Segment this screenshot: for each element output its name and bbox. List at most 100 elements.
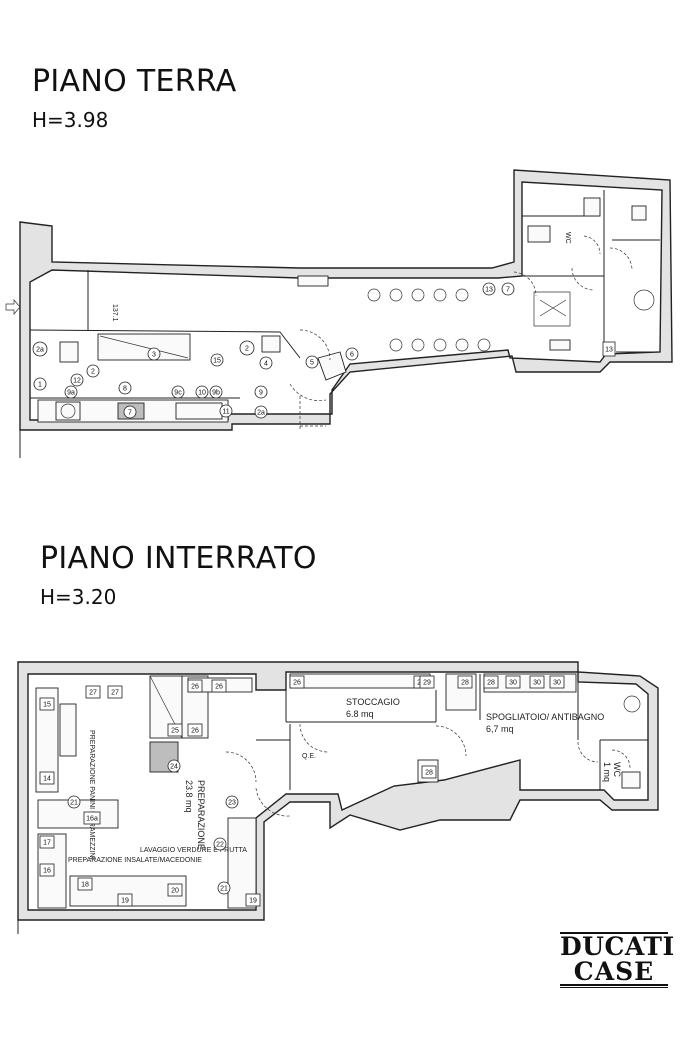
tag-label: 26 <box>187 679 203 693</box>
tag-label: 14 <box>39 771 55 785</box>
tag-label: 2a <box>254 405 268 419</box>
svg-text:2: 2 <box>91 369 95 376</box>
svg-text:16a: 16a <box>86 816 98 823</box>
basement-fixtures <box>35 673 641 909</box>
logo-rule-bottom-thin <box>560 987 668 988</box>
tag-label: 28 <box>421 765 437 779</box>
tag-label: 17 <box>39 835 55 849</box>
svg-text:30: 30 <box>509 680 517 687</box>
tag-label: 24 <box>167 759 181 773</box>
tag-label: 4 <box>259 356 273 370</box>
svg-text:5: 5 <box>310 360 314 367</box>
tag-label: 16a <box>83 811 101 825</box>
tag-label: 1 <box>33 377 47 391</box>
svg-text:21: 21 <box>220 886 228 893</box>
room-wc-name: WC <box>612 762 622 777</box>
tag-label: 27 <box>107 685 123 699</box>
tag-label: 13 <box>602 341 616 357</box>
svg-text:14: 14 <box>43 776 51 783</box>
room-spogliatoio-name: SPOGLIATOIO/ ANTIBAGNO <box>486 712 604 722</box>
dimension-note: 137.1 <box>111 304 118 322</box>
svg-text:9c: 9c <box>174 390 182 397</box>
tag-label: 26 <box>211 679 227 693</box>
tag-label: 16 <box>39 863 55 877</box>
svg-text:27: 27 <box>89 690 97 697</box>
svg-text:22: 22 <box>216 842 224 849</box>
svg-text:18: 18 <box>81 882 89 889</box>
tag-label: 11 <box>219 404 233 418</box>
svg-text:30: 30 <box>553 680 561 687</box>
svg-text:8: 8 <box>123 386 127 393</box>
logo-line-2: CASE <box>573 957 655 986</box>
svg-text:28: 28 <box>425 770 433 777</box>
tag-label: 7 <box>501 282 515 296</box>
svg-text:4: 4 <box>264 361 268 368</box>
tag-label: 28 <box>457 675 473 689</box>
work-area-insalate: PREPARAZIONE INSALATE/MACEDONIE <box>68 857 202 864</box>
svg-text:2: 2 <box>245 346 249 353</box>
logo-rule-top <box>560 932 668 934</box>
tag-label: 15 <box>210 353 224 367</box>
tag-label: 2 <box>86 364 100 378</box>
svg-text:15: 15 <box>213 358 221 365</box>
tag-label: 13 <box>482 282 496 296</box>
tag-label: 10 <box>195 385 209 399</box>
work-area-panini: PREPARAZIONE PANINI E TRAMEZZINI <box>88 730 95 860</box>
svg-text:7: 7 <box>128 410 132 417</box>
tag-label: 7 <box>123 405 137 419</box>
svg-text:1: 1 <box>38 382 42 389</box>
svg-text:10: 10 <box>198 390 206 397</box>
logo-line-1: DUCATI <box>560 932 675 961</box>
svg-text:28: 28 <box>487 680 495 687</box>
basement-walls <box>17 661 659 934</box>
svg-text:20: 20 <box>171 888 179 895</box>
tag-label: 21 <box>217 881 231 895</box>
tag-label: 30 <box>529 675 545 689</box>
svg-text:19: 19 <box>249 898 257 905</box>
tag-label: 12 <box>70 373 84 387</box>
svg-text:25: 25 <box>171 728 179 735</box>
svg-text:9b: 9b <box>212 390 220 397</box>
ground-floor-walls <box>19 169 673 458</box>
svg-text:9: 9 <box>259 390 263 397</box>
tag-label: 18 <box>77 877 93 891</box>
svg-text:13: 13 <box>605 347 613 354</box>
room-stoccagio-name: STOCCAGIO <box>346 697 400 707</box>
work-area-lavaggio: LAVAGGIO VERDURE E FRUTTA <box>140 847 247 854</box>
tag-label: 9b <box>209 385 223 399</box>
svg-text:13: 13 <box>485 287 493 294</box>
svg-text:26: 26 <box>191 728 199 735</box>
tag-label: 28 <box>483 675 499 689</box>
room-spogliatoio-area: 6,7 mq <box>486 724 514 734</box>
svg-text:11: 11 <box>222 409 229 416</box>
svg-text:2a: 2a <box>36 347 44 354</box>
tag-label: 6 <box>345 347 359 361</box>
ducati-case-logo: DUCATI CASE <box>560 932 675 988</box>
ground-floor-doors <box>289 235 633 430</box>
tag-label: 15 <box>39 697 55 711</box>
svg-text:26: 26 <box>215 684 223 691</box>
svg-text:16: 16 <box>43 868 51 875</box>
tag-label: 22 <box>213 837 227 851</box>
svg-text:19: 19 <box>121 898 129 905</box>
tag-label: 19 <box>245 893 261 907</box>
svg-text:2a: 2a <box>257 410 265 417</box>
basement-floor-title: PIANO INTERRATO <box>40 541 317 576</box>
tag-label: 26 <box>187 723 203 737</box>
tag-label: 8 <box>118 381 132 395</box>
entrance-arrow-icon <box>5 299 21 315</box>
room-stoccagio-area: 6.8 mq <box>346 709 374 719</box>
tag-label: 30 <box>549 675 565 689</box>
tag-label: 25 <box>167 723 183 737</box>
tag-label: 26 <box>413 675 429 689</box>
tag-label: 9a <box>64 385 78 399</box>
svg-text:21: 21 <box>70 800 78 807</box>
ground-floor-fixtures <box>37 197 655 423</box>
svg-text:27: 27 <box>111 690 119 697</box>
svg-text:26: 26 <box>417 680 425 687</box>
tag-label: 21 <box>67 795 81 809</box>
tag-label: 20 <box>167 883 183 897</box>
room-preparazione-name: PREPARAZIONE <box>196 780 206 850</box>
